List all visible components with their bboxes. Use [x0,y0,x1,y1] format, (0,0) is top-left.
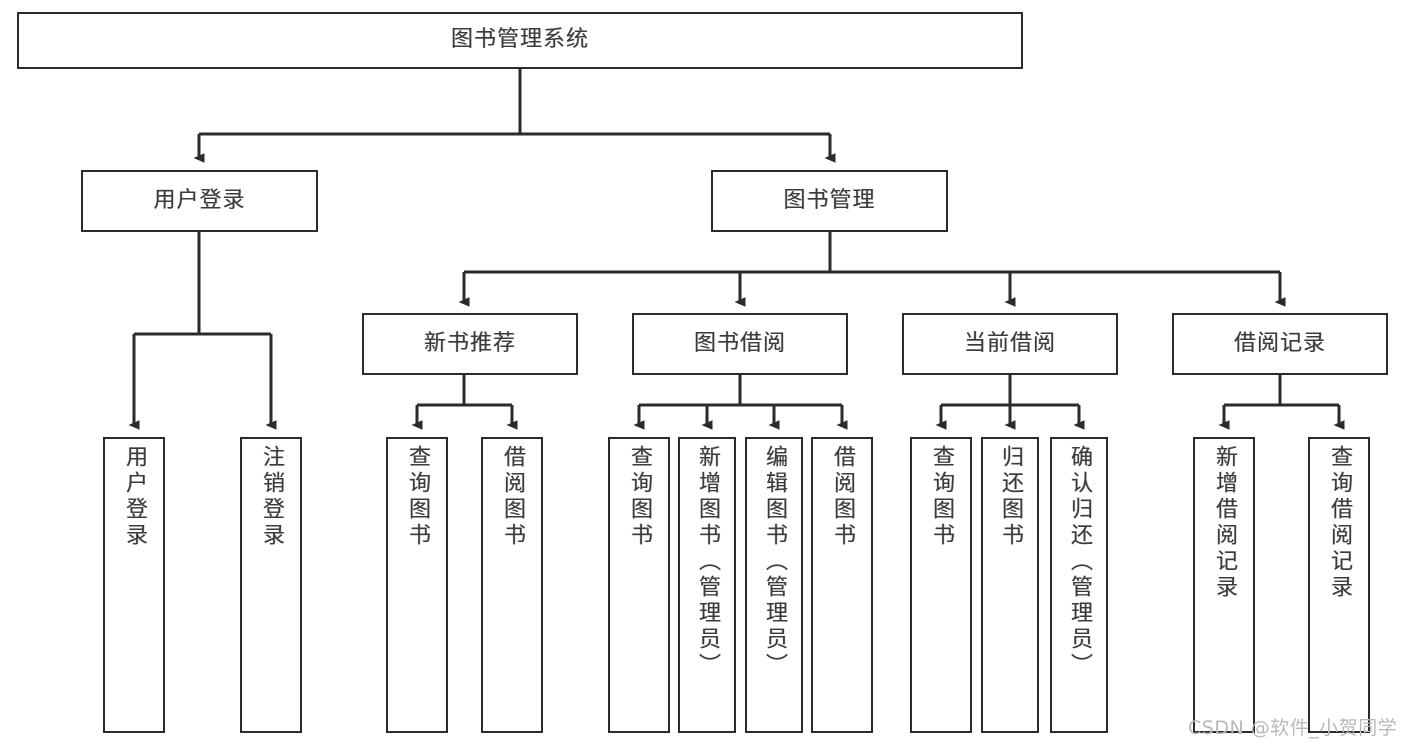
node-leaf-borrow-book-2[interactable]: 借阅图书 [811,437,873,733]
node-user-login-label: 用户登录 [153,187,246,213]
node-new-book-recommend-label: 新书推荐 [423,330,516,356]
node-leaf-query-book-3-label: 查询图书 [929,445,954,549]
node-leaf-query-book-1-label: 查询图书 [405,445,430,549]
node-leaf-query-record-label: 查询借阅记录 [1327,445,1352,601]
node-book-borrow[interactable]: 图书借阅 [632,313,848,375]
node-leaf-add-book[interactable]: 新增图书（管理员） [678,437,736,733]
node-leaf-add-book-label: 新增图书（管理员） [695,445,720,679]
node-leaf-return-book[interactable]: 归还图书 [981,437,1039,733]
node-current-borrow-label: 当前借阅 [963,330,1056,356]
node-leaf-user-login-label: 用户登录 [122,445,147,549]
node-leaf-query-book-3[interactable]: 查询图书 [910,437,972,733]
node-leaf-borrow-book-1-label: 借阅图书 [500,445,525,549]
csdn-watermark: CSDN @软件_小贺同学 [1188,717,1398,739]
node-leaf-return-book-label: 归还图书 [998,445,1023,549]
node-borrow-record-label: 借阅记录 [1233,330,1326,356]
node-leaf-logout-label: 注销登录 [259,445,284,549]
node-leaf-edit-book[interactable]: 编辑图书（管理员） [745,437,803,733]
node-borrow-record[interactable]: 借阅记录 [1172,313,1388,375]
node-user-login[interactable]: 用户登录 [81,170,318,232]
node-leaf-query-book-2[interactable]: 查询图书 [608,437,670,733]
node-leaf-add-record[interactable]: 新增借阅记录 [1193,437,1255,733]
node-leaf-edit-book-label: 编辑图书（管理员） [762,445,787,679]
node-leaf-borrow-book-1[interactable]: 借阅图书 [481,437,543,733]
node-leaf-confirm-return-label: 确认归还（管理员） [1067,445,1092,679]
node-book-borrow-label: 图书借阅 [693,330,786,356]
node-leaf-confirm-return[interactable]: 确认归还（管理员） [1050,437,1108,733]
node-leaf-add-record-label: 新增借阅记录 [1212,445,1237,601]
node-leaf-query-book-1[interactable]: 查询图书 [386,437,448,733]
node-root[interactable]: 图书管理系统 [17,12,1023,69]
node-new-book-recommend[interactable]: 新书推荐 [362,313,578,375]
node-book-management[interactable]: 图书管理 [711,170,948,232]
node-root-label: 图书管理系统 [450,27,589,53]
node-book-management-label: 图书管理 [783,187,876,213]
node-current-borrow[interactable]: 当前借阅 [902,313,1118,375]
node-leaf-query-record[interactable]: 查询借阅记录 [1308,437,1370,733]
node-leaf-query-book-2-label: 查询图书 [627,445,652,549]
node-leaf-logout[interactable]: 注销登录 [240,437,302,733]
node-leaf-borrow-book-2-label: 借阅图书 [830,445,855,549]
node-leaf-user-login[interactable]: 用户登录 [103,437,165,733]
